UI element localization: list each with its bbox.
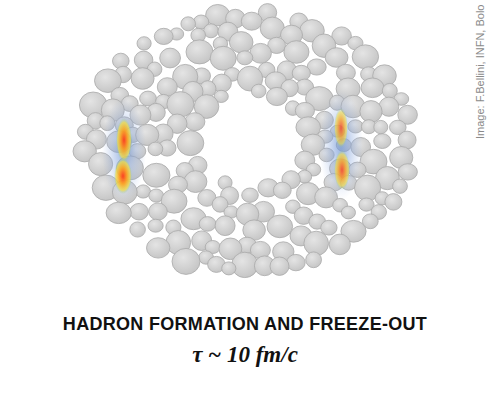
hadron bbox=[177, 131, 204, 156]
hadron bbox=[215, 216, 235, 236]
hadron bbox=[148, 142, 163, 156]
hadron bbox=[360, 101, 382, 123]
hadron bbox=[385, 194, 402, 211]
hadron bbox=[306, 252, 322, 268]
hadron bbox=[361, 78, 384, 98]
hadron bbox=[137, 37, 151, 50]
hadron bbox=[147, 238, 170, 258]
hadron bbox=[167, 92, 194, 117]
jet-glow bbox=[102, 90, 363, 202]
hadron bbox=[130, 222, 146, 237]
hadron bbox=[241, 12, 262, 30]
hadron bbox=[374, 134, 391, 149]
hadron bbox=[149, 203, 168, 220]
hadron bbox=[232, 252, 258, 277]
hadron bbox=[222, 262, 236, 275]
time-label: τ ~ 10 fm/c bbox=[0, 342, 490, 368]
hadron bbox=[106, 202, 131, 223]
hadron bbox=[352, 45, 378, 69]
hadron bbox=[184, 171, 207, 193]
hadron bbox=[295, 102, 314, 119]
hadron bbox=[398, 164, 417, 180]
hadron bbox=[131, 68, 154, 90]
hadron bbox=[181, 17, 196, 31]
hadron bbox=[329, 234, 350, 255]
hadron bbox=[172, 248, 200, 274]
hadron bbox=[148, 219, 163, 232]
stage-heading: HADRON FORMATION AND FREEZE-OUT bbox=[0, 314, 490, 335]
hadron bbox=[266, 87, 287, 105]
hadron bbox=[273, 182, 291, 198]
hadron bbox=[130, 203, 148, 220]
hadron bbox=[186, 40, 213, 64]
hadron bbox=[270, 257, 289, 275]
hadron bbox=[242, 188, 259, 202]
hadron bbox=[250, 43, 272, 63]
hadron bbox=[160, 48, 181, 68]
hadron bbox=[341, 206, 355, 219]
hadron bbox=[229, 32, 253, 53]
hadron bbox=[393, 179, 408, 193]
image-credit: Image: F.Bellini, INFN, Bolo bbox=[474, 4, 486, 139]
hadron bbox=[292, 65, 310, 81]
hadron bbox=[284, 41, 309, 64]
hadron bbox=[287, 254, 306, 270]
hadron bbox=[374, 120, 388, 133]
hadron bbox=[237, 51, 253, 65]
hadron bbox=[143, 163, 170, 187]
hadron bbox=[251, 84, 266, 98]
hadron bbox=[154, 28, 173, 44]
hadron bbox=[210, 46, 236, 70]
hadron-cloud bbox=[73, 4, 417, 278]
hadron bbox=[199, 217, 216, 232]
hadron bbox=[185, 113, 205, 131]
hadron bbox=[267, 215, 293, 238]
